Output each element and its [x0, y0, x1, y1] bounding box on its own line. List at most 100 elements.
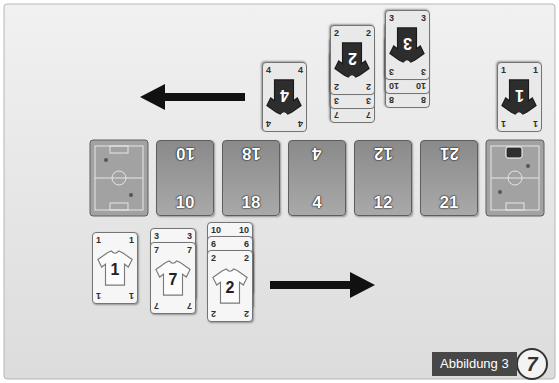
card-corners: 33 [331, 95, 374, 108]
card-center: 1 [498, 76, 541, 118]
corner-number: 7 [154, 245, 159, 256]
card-corners: 11 [93, 233, 137, 246]
card-stack: 773322222 [330, 25, 375, 123]
corner-number: 2 [244, 253, 249, 264]
corner-number: 2 [211, 308, 216, 319]
goal-card: 44444 [262, 62, 307, 132]
card-corners: 77 [151, 300, 195, 313]
card-center: 4 [263, 76, 306, 118]
corner-number: 4 [298, 118, 303, 129]
card-center: 2 [331, 39, 374, 81]
card-corners: 77 [151, 243, 195, 256]
corner-number: 7 [154, 300, 159, 311]
card-stack: 88101033333 [385, 10, 430, 108]
card-corners: 22 [208, 308, 252, 321]
goal-card: 22222 [330, 25, 375, 95]
card-corners: 11 [498, 118, 541, 131]
corner-number: 1 [501, 65, 506, 76]
card-number: 21 [440, 143, 459, 163]
corner-number: 2 [366, 81, 371, 92]
corner-number: 6 [244, 239, 249, 250]
corner-number: 6 [211, 239, 216, 250]
corner-number: 8 [421, 94, 426, 105]
corner-number: 4 [298, 65, 303, 76]
corner-number: 1 [533, 65, 538, 76]
field-card [486, 140, 544, 216]
corner-number: 3 [421, 13, 426, 24]
goal-card: 11111 [497, 62, 542, 132]
corner-number: 1 [129, 235, 134, 246]
corner-number: 10 [239, 225, 249, 236]
direction-arrow [270, 272, 375, 298]
table-surface [4, 4, 555, 379]
card-corners: 44 [263, 63, 306, 76]
field-card [90, 140, 148, 216]
page-number: 7 [517, 351, 547, 377]
corner-number: 1 [501, 118, 506, 129]
figure-caption: Abbildung 3 [432, 352, 517, 376]
corner-number: 1 [129, 290, 134, 301]
card-corners: 22 [208, 251, 252, 264]
corner-number: 7 [334, 109, 339, 120]
card-stack: 10106622222 [207, 222, 253, 322]
card-corners: 77 [331, 109, 374, 122]
card-corners: 11 [498, 63, 541, 76]
shirt-number: 2 [348, 50, 357, 68]
number-card: 1818 [222, 140, 280, 216]
direction-arrow [140, 84, 245, 110]
card-number: 12 [374, 143, 393, 163]
corner-number: 2 [244, 308, 249, 319]
card-center: 3 [386, 24, 429, 66]
corner-number: 8 [389, 94, 394, 105]
corner-number: 3 [366, 95, 371, 106]
page-badge [517, 349, 547, 379]
card-number: 10 [176, 143, 195, 163]
card-corners: 1010 [386, 80, 429, 93]
corner-number: 7 [187, 300, 192, 311]
player-card: 11111 [92, 232, 138, 304]
card-corners: 33 [151, 229, 195, 242]
corner-number: 10 [211, 225, 221, 236]
corner-number: 2 [334, 28, 339, 39]
player-card: 22222 [207, 250, 253, 322]
shirt-number: 1 [515, 87, 524, 105]
corner-number: 3 [389, 66, 394, 77]
card-corners: 33 [386, 11, 429, 24]
number-card: 1212 [354, 140, 412, 216]
corner-number: 4 [266, 65, 271, 76]
card-number: 18 [242, 193, 261, 213]
corner-number: 3 [421, 66, 426, 77]
shirt-number: 7 [169, 271, 178, 289]
card-corners: 11 [93, 290, 137, 303]
corner-number: 1 [96, 235, 101, 246]
card-center: 7 [151, 256, 195, 300]
shirt-number: 1 [111, 261, 120, 279]
corner-number: 2 [366, 28, 371, 39]
corner-number: 10 [416, 80, 426, 91]
number-card: 1010 [156, 140, 214, 216]
card-corners: 22 [331, 81, 374, 94]
card-number: 4 [312, 143, 321, 163]
shirt-number: 4 [280, 87, 289, 105]
card-number: 21 [440, 193, 459, 213]
card-corners: 44 [263, 118, 306, 131]
card-center: 1 [93, 246, 137, 290]
number-card: 44 [288, 140, 346, 216]
card-stack: 11111 [92, 232, 138, 304]
card-center: 2 [208, 264, 252, 308]
corner-number: 2 [334, 81, 339, 92]
corner-number: 3 [334, 95, 339, 106]
card-number: 18 [242, 143, 261, 163]
card-corners: 22 [331, 26, 374, 39]
card-corners: 88 [386, 94, 429, 107]
goal-card: 33333 [385, 10, 430, 80]
card-stack: 44444 [262, 62, 307, 132]
card-corners: 10 10 [208, 223, 252, 236]
player-card: 77777 [150, 242, 196, 314]
card-stack: 11111 [497, 62, 542, 132]
number-card: 21 21 [420, 140, 478, 216]
shirt-number: 3 [403, 35, 412, 53]
corner-number: 4 [266, 118, 271, 129]
corner-number: 3 [389, 13, 394, 24]
card-number: 4 [312, 193, 321, 213]
